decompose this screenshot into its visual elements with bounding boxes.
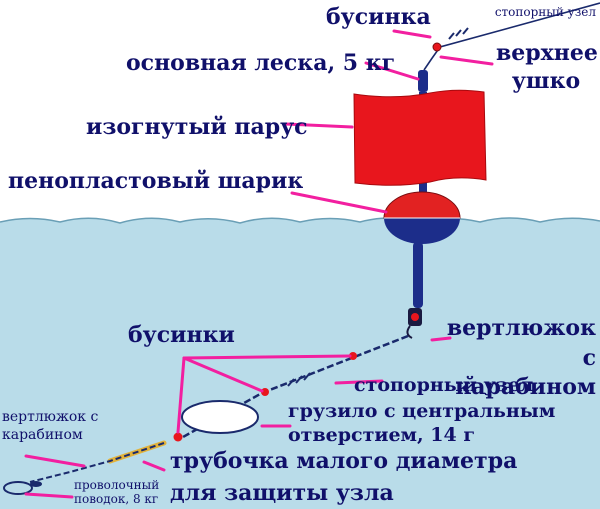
stopper-knot-top-label: стопорный узел [494,5,596,19]
leader-chain [29,442,165,483]
top-eye-icon [418,70,428,92]
sinker-label: грузило с центральным отверстием, 14 г [288,400,556,446]
keel-stem [413,242,423,308]
bead-icon [349,352,357,360]
bead-top-icon [432,42,442,52]
tube-label: трубочка малого диаметра для защиты узла [170,448,518,506]
stopper-knot-top-icon [448,27,469,40]
swivel-right-icon [406,308,422,339]
swivel-left-label: вертлюжок с карабином [2,409,99,444]
curved-sail-icon [353,89,487,186]
swivel-right-label: вертлюжок с карабином [446,315,596,401]
curved-sail-label: изогнутый парус [86,114,308,140]
bead-top-label: бусинка [326,4,431,30]
beads-label: бусинки [128,322,235,348]
wire-leader-label: проволочный поводок, 8 кг [74,478,160,507]
pointer-lines [24,29,494,499]
water-surface-line [0,217,600,224]
swivel-left-icon [3,481,42,495]
stopper-knot-mid-icon [287,372,311,387]
bead-icon [173,432,183,442]
foam-ball-icon [383,191,461,244]
foam-ball-label: пенопластовый шарик [8,168,304,194]
water-area [0,218,600,509]
top-eye-label: верхнее ушко [496,40,598,94]
main-line-label: основная леска, 5 кг [126,50,396,76]
sinker-icon [181,400,259,434]
stopper-knot-mid-label: стопорный узел [354,374,534,396]
